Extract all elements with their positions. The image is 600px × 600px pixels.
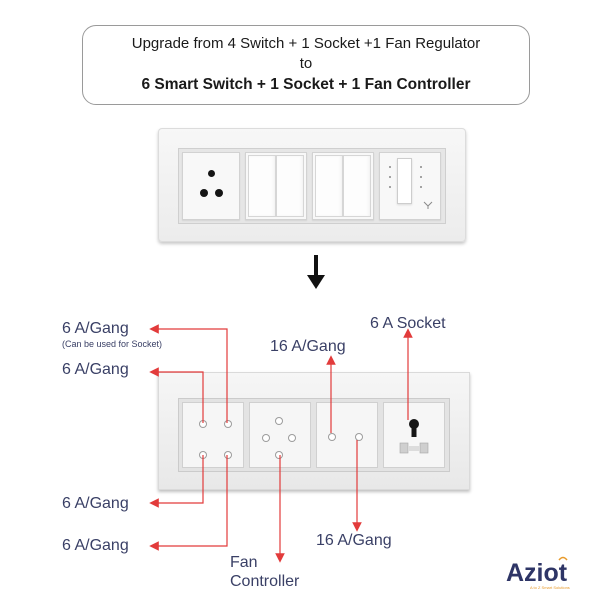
universal-socket-module [383, 402, 445, 468]
old-rocker-switch [315, 155, 343, 217]
pointer-line [149, 455, 204, 508]
pointer-line [149, 324, 228, 423]
label-6a-socket: 6 A Socket [370, 315, 446, 332]
touch-point-icon [329, 434, 335, 440]
fan-symbol-icon [423, 201, 433, 209]
headline-line-1: Upgrade from 4 Switch + 1 Socket +1 Fan … [131, 35, 481, 52]
label-6a-gang-bottom-1: 6 A/Gang [62, 495, 129, 512]
smart-switchboard-image [158, 372, 470, 490]
socket-hole-icon [208, 170, 215, 177]
old-rocker-switch [248, 155, 276, 217]
headline-line-2: to [299, 55, 313, 72]
label-6a-gang-bottom-2: 6 A/Gang [62, 537, 129, 554]
socket-hole-icon [215, 189, 223, 197]
aziot-logo: Aziot A to Z Smart Solutions [506, 556, 586, 594]
smart-switch-module-1 [182, 402, 244, 468]
logo-tagline: A to Z Smart Solutions [530, 585, 570, 590]
pointer-line [149, 455, 228, 551]
old-fan-regulator-module [379, 152, 441, 220]
touch-point-icon [200, 421, 206, 427]
old-switch-module-1 [245, 152, 307, 220]
old-socket-module [182, 152, 240, 220]
label-6a-gang-second: 6 A/Gang [62, 361, 129, 378]
headline-line-3: 6 Smart Switch + 1 Socket + 1 Fan Contro… [141, 76, 471, 93]
label-16a-gang-top: 16 A/Gang [270, 338, 346, 355]
logo-wordmark: Aziot [506, 559, 568, 587]
old-switchboard-frame [178, 148, 446, 224]
label-6a-gang-top: 6 A/Gang [62, 320, 129, 337]
label-socket-note: (Can be used for Socket) [62, 339, 163, 349]
pointer-line [149, 367, 204, 423]
smart-switchboard-frame [178, 398, 450, 472]
wifi-signal-icon [558, 556, 568, 561]
old-rocker-switch [343, 155, 371, 217]
label-controller: Controller [230, 573, 300, 590]
old-rocker-switch [276, 155, 304, 217]
touch-point-icon [289, 435, 295, 441]
label-16a-gang-bottom: 16 A/Gang [316, 532, 392, 549]
arrow-down-icon [307, 255, 325, 289]
touch-point-icon [225, 421, 231, 427]
regulator-knob [397, 158, 412, 204]
touch-point-icon [263, 435, 269, 441]
smart-switch-module-16a [316, 402, 378, 468]
touch-point-icon [276, 418, 282, 424]
touch-point-icon [276, 452, 282, 458]
old-switchboard-image [158, 128, 466, 242]
headline-box: Upgrade from 4 Switch + 1 Socket +1 Fan … [82, 25, 530, 105]
touch-point-icon [356, 434, 362, 440]
universal-socket-icon [399, 419, 429, 454]
touch-point-icon [225, 452, 231, 458]
socket-hole-icon [200, 189, 208, 197]
old-switch-module-2 [312, 152, 374, 220]
label-fan: Fan [230, 554, 258, 571]
